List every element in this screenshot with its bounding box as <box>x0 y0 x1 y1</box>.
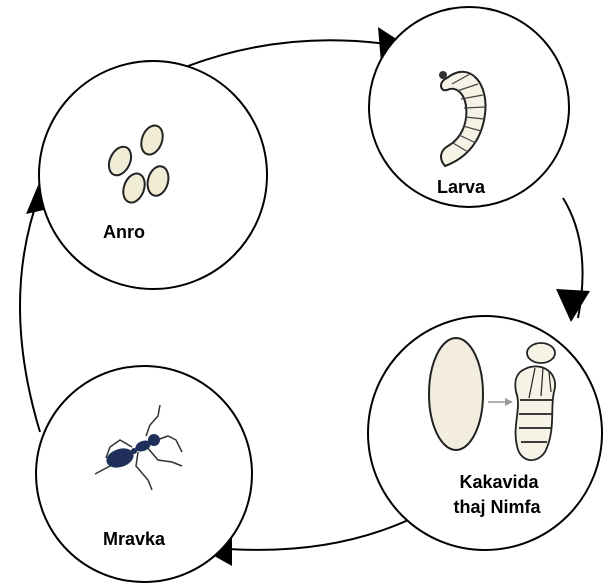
stage-larva: Larva <box>369 7 569 207</box>
stage-egg: Anro <box>39 61 267 289</box>
arrowhead-larva-to-pupa <box>556 289 590 322</box>
cocoon-icon <box>429 338 483 450</box>
adult-circle <box>36 366 252 582</box>
pupa-label-line2: thaj Nimfa <box>453 497 541 517</box>
arrow-pupa-to-adult <box>215 516 417 550</box>
arrow-egg-to-larva <box>188 40 400 66</box>
larva-label: Larva <box>437 177 486 197</box>
stage-pupa: Kakavida thaj Nimfa <box>368 316 602 550</box>
adult-label: Mravka <box>103 529 166 549</box>
stage-adult: Mravka <box>36 366 252 582</box>
pupa-label-line1: Kakavida <box>459 472 539 492</box>
arrow-adult-to-egg <box>20 193 40 432</box>
egg-label: Anro <box>103 222 145 242</box>
